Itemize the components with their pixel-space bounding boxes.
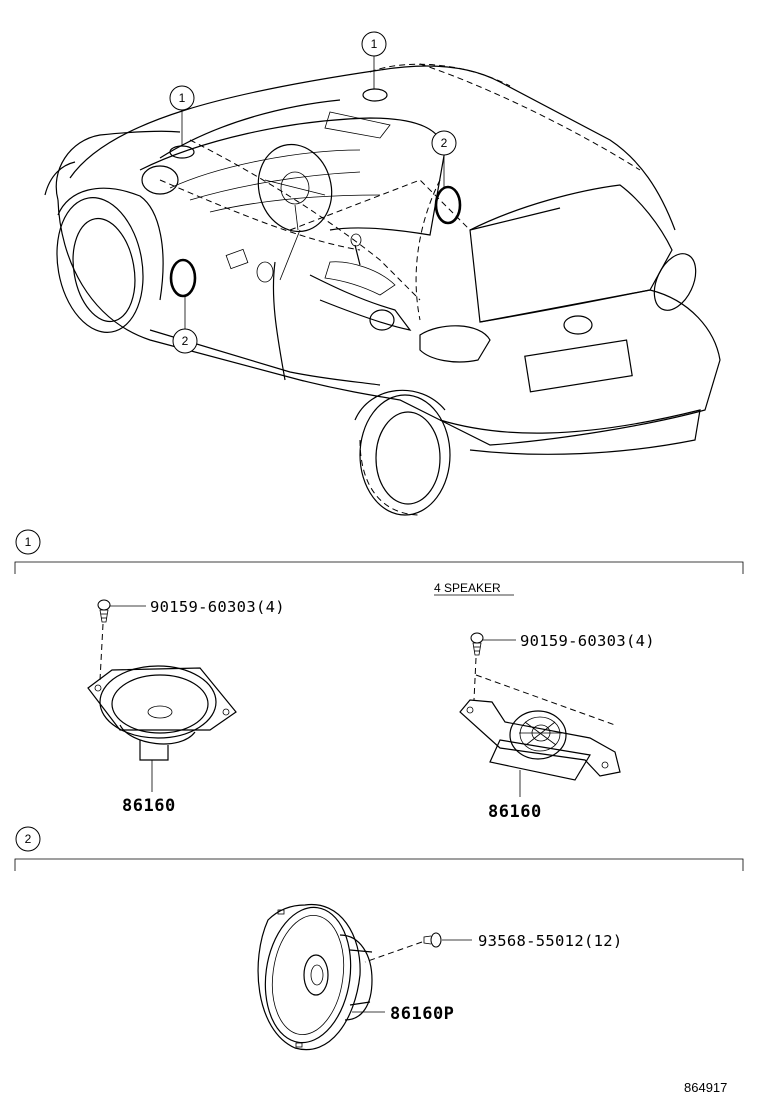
door-screw-part-number: 93568-55012(12)	[478, 932, 622, 950]
section-2-header: 2	[14, 826, 744, 871]
car-illustration	[44, 56, 721, 516]
right-speaker-part-number: 86160	[488, 802, 542, 822]
figure-id: 864917	[684, 1080, 727, 1095]
right-screw-icon	[470, 632, 616, 726]
left-screw-icon	[97, 599, 146, 681]
right-screw-part-number: 90159-60303(4)	[520, 632, 655, 650]
right-tweeter-speaker-icon	[459, 699, 621, 797]
svg-text:4 SPEAKER: 4 SPEAKER	[434, 581, 501, 595]
svg-text:1: 1	[371, 37, 378, 51]
tweeter-location-right	[362, 88, 388, 102]
left-tweeter-speaker-icon	[87, 665, 237, 792]
door-speaker-part-number: 86160P	[390, 1004, 454, 1024]
callout-2-rear-door: 2	[431, 130, 457, 156]
left-speaker-part-number: 86160	[122, 796, 176, 816]
svg-text:1: 1	[179, 91, 186, 105]
svg-text:1: 1	[25, 535, 32, 549]
door-screw-icon	[364, 932, 472, 963]
svg-text:2: 2	[182, 334, 189, 348]
left-screw-part-number: 90159-60303(4)	[150, 598, 285, 616]
callout-2-front-door: 2	[172, 328, 198, 354]
svg-text:2: 2	[441, 136, 448, 150]
door-speaker-icon	[257, 904, 385, 1051]
callout-1-tweeter-left: 1	[169, 85, 195, 111]
section-1-header: 1	[14, 529, 744, 574]
svg-text:2: 2	[25, 832, 32, 846]
door-speaker-location-rear	[434, 185, 462, 225]
door-speaker-location-front	[169, 258, 197, 298]
variant-label-4-speaker: 4 SPEAKER	[434, 581, 514, 596]
callout-1-tweeter-right: 1	[361, 31, 387, 57]
